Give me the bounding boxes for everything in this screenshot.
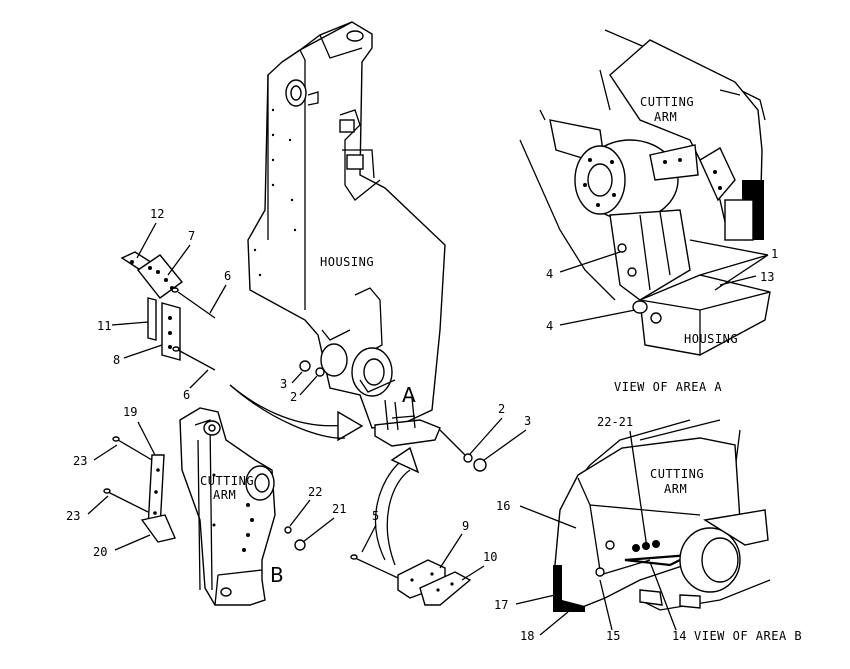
callout-18: 18 <box>520 629 534 643</box>
callout-2b: 2 <box>498 402 505 416</box>
callout-11: 11 <box>97 319 111 333</box>
callout-19: 19 <box>123 405 137 419</box>
callout-1: 1 <box>771 247 778 261</box>
area-a-letter: A <box>402 383 416 407</box>
callout-16: 16 <box>496 499 510 513</box>
view-a-housing-label: HOUSING <box>684 332 738 346</box>
bracket-parts <box>120 251 216 371</box>
callout-4b: 4 <box>546 319 553 333</box>
cutting-arm-label-1: CUTTING <box>200 474 254 488</box>
callout-3b: 3 <box>524 414 531 428</box>
view-a-cutting-label-1: CUTTING <box>640 95 694 109</box>
housing-label: HOUSING <box>320 255 374 269</box>
callout-22: 22 <box>308 485 322 499</box>
callout-7: 7 <box>188 229 195 243</box>
callout-20: 20 <box>93 545 107 559</box>
callout-6a: 6 <box>224 269 231 283</box>
view-b-caption: VIEW OF AREA B <box>694 629 802 643</box>
view-a-cutting-label-2: ARM <box>654 110 677 124</box>
view-area-b: CUTTING ARM <box>553 419 771 612</box>
view-b-cutting-label-2: ARM <box>664 482 687 496</box>
callout-13: 13 <box>760 270 774 284</box>
callout-2a: 2 <box>290 390 297 404</box>
view-area-a: CUTTING ARM HOUSING <box>519 29 771 356</box>
callout-14: 14 <box>672 629 686 643</box>
callout-22-21: 22-21 <box>597 415 633 429</box>
mounting-plates <box>103 436 306 551</box>
callout-23a: 23 <box>73 454 87 468</box>
callout-8: 8 <box>113 353 120 367</box>
view-a-caption: VIEW OF AREA A <box>614 380 722 394</box>
housing-part: A HOUSING <box>247 21 446 447</box>
callout-4a: 4 <box>546 267 553 281</box>
view-b-cutting-label-1: CUTTING <box>650 467 704 481</box>
callout-6b: 6 <box>183 388 190 402</box>
callout-21: 21 <box>332 502 346 516</box>
cutting-arm-part: CUTTING ARM B <box>179 407 284 606</box>
callout-15: 15 <box>606 629 620 643</box>
area-b-letter: B <box>270 563 284 587</box>
callout-10: 10 <box>483 550 497 564</box>
callout-9: 9 <box>462 519 469 533</box>
callout-3a: 3 <box>280 377 287 391</box>
callout-17: 17 <box>494 598 508 612</box>
callout-12: 12 <box>150 207 164 221</box>
cutting-arm-label-2: ARM <box>213 488 236 502</box>
callout-23b: 23 <box>66 509 80 523</box>
wear-plates <box>350 446 472 606</box>
callout-5: 5 <box>372 509 379 523</box>
